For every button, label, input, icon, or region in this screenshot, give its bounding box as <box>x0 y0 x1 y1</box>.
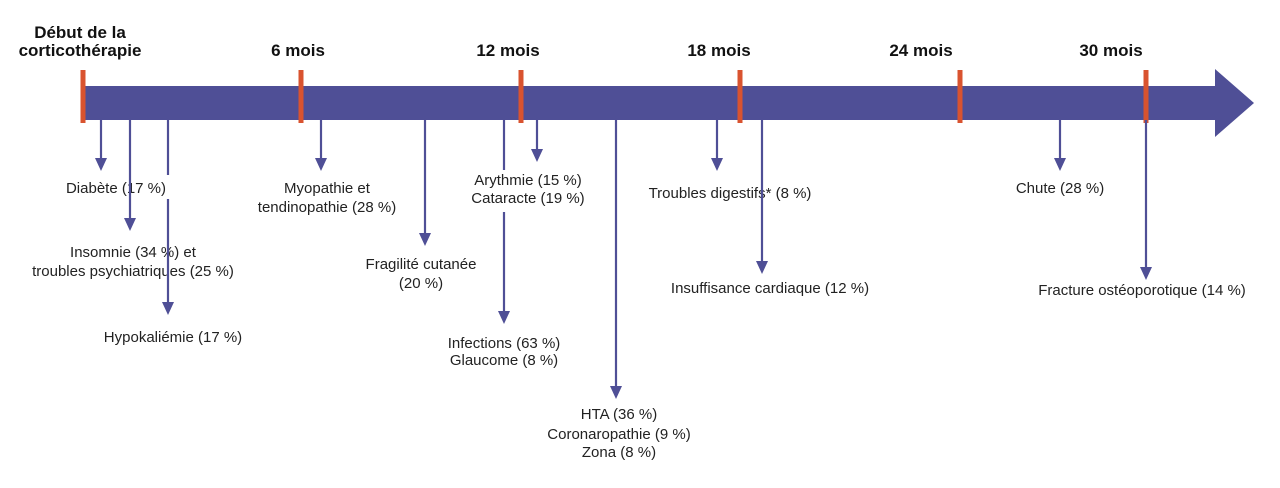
milestone-label-18: 18 mois <box>687 41 750 60</box>
event-label-chute: Chute (28 %) <box>1016 180 1104 197</box>
event-label-digestifs: Troubles digestifs* (8 %) <box>649 185 812 202</box>
event-label-infections: Infections (63 %) <box>448 335 561 352</box>
milestone-label-6: 6 mois <box>271 41 325 60</box>
connector-arrowhead-fragilite <box>419 233 431 246</box>
connector-arrowhead-arythmie <box>531 149 543 162</box>
connector-arrowhead-infections <box>498 311 510 324</box>
timeline-bar <box>82 86 1215 120</box>
event-label-hypokaliemie: Hypokaliémie (17 %) <box>104 329 242 346</box>
event-label-myopathie: tendinopathie (28 %) <box>258 199 396 216</box>
connector-arrowhead-hta <box>610 386 622 399</box>
milestone-tick-18 <box>737 70 743 123</box>
milestone-tick-0 <box>80 70 86 123</box>
connector-arrowhead-chute <box>1054 158 1066 171</box>
milestone-label-24: 24 mois <box>889 41 952 60</box>
connector-arrowhead-digestifs <box>711 158 723 171</box>
connector-arrowhead-myopathie <box>315 158 327 171</box>
event-label-hta: HTA (36 %) <box>581 406 657 423</box>
event-label-fracture: Fracture ostéoporotique (14 %) <box>1038 282 1246 299</box>
event-label-hta: Zona (8 %) <box>582 444 656 461</box>
event-label-diabete: Diabète (17 %) <box>66 180 166 197</box>
event-label-fragilite: Fragilité cutanée <box>366 256 477 273</box>
event-label-infections: Glaucome (8 %) <box>450 352 558 369</box>
event-label-insomnie: troubles psychiatriques (25 %) <box>32 263 234 280</box>
connector-arrowhead-diabete <box>95 158 107 171</box>
milestone-label-30: 30 mois <box>1079 41 1142 60</box>
timeline-arrowhead <box>1215 69 1254 137</box>
event-label-myopathie: Myopathie et <box>284 180 371 197</box>
event-label-insomnie: Insomnie (34 %) et <box>70 244 197 261</box>
connector-arrowhead-cardiaque <box>756 261 768 274</box>
milestone-label-0: corticothérapie <box>19 41 142 60</box>
event-label-cardiaque: Insuffisance cardiaque (12 %) <box>671 280 869 297</box>
milestone-tick-30 <box>1143 70 1149 123</box>
connector-arrowhead-insomnie <box>124 218 136 231</box>
milestone-tick-24 <box>957 70 963 123</box>
connector-arrowhead-hypokaliemie <box>162 302 174 315</box>
event-label-hta: Coronaropathie (9 %) <box>547 426 690 443</box>
event-label-fragilite: (20 %) <box>399 275 443 292</box>
event-label-arythmie: Cataracte (19 %) <box>471 190 584 207</box>
milestone-label-0: Début de la <box>34 23 126 42</box>
milestone-tick-6 <box>298 70 304 123</box>
connector-arrowhead-fracture <box>1140 267 1152 280</box>
milestone-tick-12 <box>518 70 524 123</box>
milestone-label-12: 12 mois <box>476 41 539 60</box>
event-label-arythmie: Arythmie (15 %) <box>474 172 582 189</box>
